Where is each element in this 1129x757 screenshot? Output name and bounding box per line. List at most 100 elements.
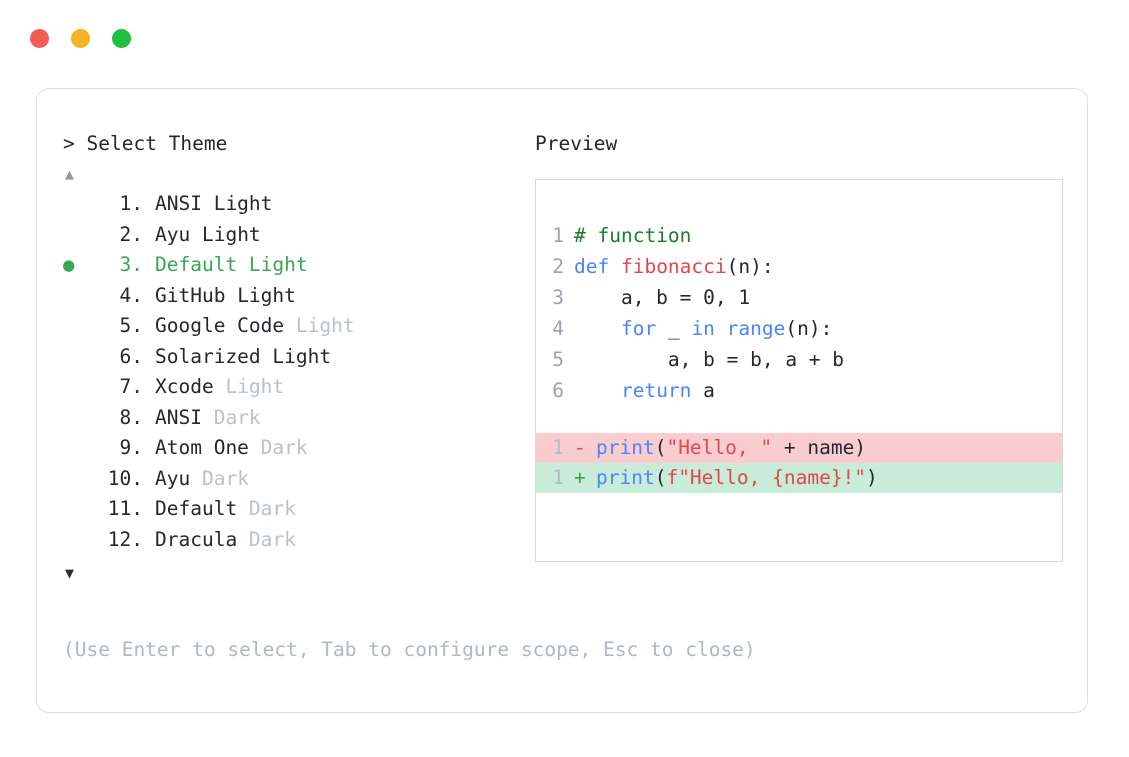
code-token: def xyxy=(574,255,621,278)
theme-list-item[interactable]: 10. Ayu Dark xyxy=(63,464,523,495)
line-number: 1 xyxy=(552,466,564,489)
theme-item-label: Ayu Light xyxy=(143,220,261,251)
code-token: _ xyxy=(656,317,692,340)
theme-item-number: 12. xyxy=(107,527,143,551)
theme-item-variant: Light xyxy=(272,344,332,368)
theme-item-number: 1. xyxy=(119,192,143,215)
code-token: # function xyxy=(574,224,692,247)
theme-list-item[interactable]: 5.Google Code Light xyxy=(63,311,523,342)
scroll-up-icon[interactable]: ▲ xyxy=(65,165,75,183)
theme-item-variant: Dark xyxy=(201,466,249,490)
theme-item-variant: Dark xyxy=(248,527,296,551)
code-token: print xyxy=(596,466,655,489)
code-line: 6 return a xyxy=(536,375,1062,406)
theme-list-item[interactable]: 11.Default Dark xyxy=(63,494,523,525)
scroll-down-icon[interactable]: ▼ xyxy=(65,564,75,582)
theme-list-item[interactable]: 1.ANSI Light xyxy=(63,189,523,220)
line-number: 5 xyxy=(552,348,564,371)
theme-item-label: Default Light xyxy=(143,250,308,281)
theme-item-name: ANSI xyxy=(155,405,214,429)
theme-item-number: 7. xyxy=(119,375,143,398)
theme-picker-card: > Select Theme ▲ 1.ANSI Light 2.Ayu Ligh… xyxy=(36,88,1088,713)
theme-item-label: Google Code Light xyxy=(143,311,355,342)
theme-item-number: 8. xyxy=(119,405,143,429)
theme-item-variant: Light xyxy=(225,375,285,398)
theme-list-item[interactable]: ● 3.Default Light xyxy=(63,250,523,281)
theme-item-number: 9. xyxy=(119,436,143,459)
code-token: a, b = 0, 1 xyxy=(574,286,751,309)
code-line: 5 a, b = b, a + b xyxy=(536,344,1062,375)
theme-list-item[interactable]: 8.ANSI Dark xyxy=(63,403,523,434)
selection-bullet-icon xyxy=(63,494,91,525)
line-number: 1 xyxy=(552,436,564,459)
selection-bullet-icon xyxy=(63,433,91,464)
line-number: 2 xyxy=(552,255,564,278)
theme-item-label: Dracula Dark xyxy=(143,525,296,556)
theme-item-name: Ayu xyxy=(155,466,202,490)
code-token: return xyxy=(620,379,692,402)
code-token xyxy=(574,317,621,340)
theme-item-label: Default Dark xyxy=(143,494,296,525)
theme-item-number: 6. xyxy=(119,344,143,368)
theme-item-variant: Dark xyxy=(260,436,308,459)
code-line-text: a, b = 0, 1 xyxy=(574,282,750,313)
code-token: f"Hello, {name}!" xyxy=(666,466,867,489)
line-number: 1 xyxy=(552,224,564,247)
maximize-window-button[interactable] xyxy=(112,29,131,48)
code-token: (n): xyxy=(726,255,774,278)
theme-selector-panel: > Select Theme ▲ 1.ANSI Light 2.Ayu Ligh… xyxy=(63,131,523,585)
code-line-text: # function xyxy=(574,220,691,251)
diff-line-del: 1-print("Hello, " + name) xyxy=(536,433,1062,463)
theme-item-number: 10. xyxy=(107,466,143,490)
selection-bullet-icon xyxy=(63,311,91,342)
theme-item-name: Default xyxy=(155,497,249,520)
theme-item-label: Xcode Light xyxy=(143,372,284,403)
selection-bullet-icon xyxy=(63,464,91,495)
minimize-window-button[interactable] xyxy=(71,29,90,48)
code-token: fibonacci xyxy=(620,255,727,278)
code-token: + name) xyxy=(772,436,867,459)
code-line-text: print("Hello, " + name) xyxy=(596,433,866,463)
theme-item-number: 3. xyxy=(119,253,143,276)
code-token: a xyxy=(691,379,715,402)
code-token: ) xyxy=(866,466,878,489)
code-token: ( xyxy=(654,436,667,459)
selection-bullet-icon xyxy=(63,372,91,403)
code-line-text: def fibonacci(n): xyxy=(574,251,774,282)
prompt-label xyxy=(75,132,87,155)
theme-item-name: Atom One xyxy=(155,436,261,459)
theme-list-item[interactable]: 2.Ayu Light xyxy=(63,220,523,251)
line-number: 3 xyxy=(552,286,564,309)
selection-bullet-icon xyxy=(63,403,91,434)
code-token: "Hello, " xyxy=(666,436,773,459)
theme-item-label: GitHub Light xyxy=(143,281,296,312)
theme-list-item[interactable]: 12.Dracula Dark xyxy=(63,525,523,556)
code-line: 1 # function xyxy=(536,220,1062,251)
diff-sign: + xyxy=(574,466,586,489)
code-line-text: print(f"Hello, {name}!") xyxy=(596,463,878,493)
theme-item-variant: Light xyxy=(248,253,308,276)
theme-list-item[interactable]: 7.Xcode Light xyxy=(63,372,523,403)
diff-block: 1-print("Hello, " + name)1+print(f"Hello… xyxy=(536,433,1062,493)
close-window-button[interactable] xyxy=(30,29,49,48)
theme-item-label: Atom One Dark xyxy=(143,433,308,464)
theme-item-label: ANSI Dark xyxy=(143,403,261,434)
theme-item-variant: Light xyxy=(237,283,296,307)
code-token xyxy=(574,379,621,402)
theme-item-label: ANSI Light xyxy=(143,189,272,220)
theme-list-item[interactable]: 4.GitHub Light xyxy=(63,281,523,312)
code-token: (n): xyxy=(785,317,833,340)
theme-item-variant: Dark xyxy=(248,497,296,520)
code-token: in range xyxy=(691,317,786,340)
diff-sign: - xyxy=(574,436,586,459)
theme-item-name: Solarized xyxy=(155,344,273,368)
theme-list-item[interactable]: 9.Atom One Dark xyxy=(63,433,523,464)
selection-bullet-icon: ● xyxy=(63,254,75,276)
theme-list-item[interactable]: 6. Solarized Light xyxy=(63,342,523,373)
theme-item-variant: Light xyxy=(213,192,273,215)
prompt-header: > Select Theme xyxy=(63,131,523,157)
theme-item-variant: Light xyxy=(295,314,355,337)
keyboard-hint: (Use Enter to select, Tab to configure s… xyxy=(63,638,756,661)
